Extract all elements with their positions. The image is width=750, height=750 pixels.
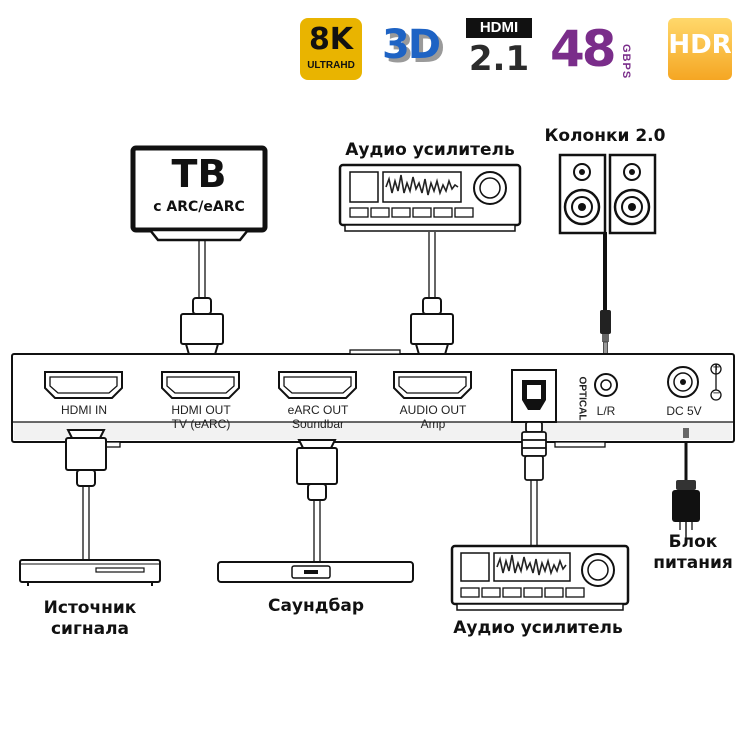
main-device: [11, 349, 735, 448]
earc-out-subtext: Soundbar: [291, 417, 345, 431]
badge-8k: 8K ULTRAHD: [300, 18, 362, 80]
audio-out-subtext: Amp: [420, 417, 446, 431]
power-label: Блок питания: [653, 532, 733, 573]
badge-hdr-text: HDR: [668, 30, 732, 60]
source-device: [19, 559, 161, 586]
hdmi-out-port: [161, 371, 240, 399]
hdmi-out-label: HDMI OUT TV (eARC): [151, 403, 251, 431]
dc-label: DC 5V: [666, 404, 702, 418]
hdmi-out-subtext: TV (eARC): [171, 417, 231, 431]
audio-out-label: AUDIO OUT Amp: [383, 403, 483, 431]
power-plug: [672, 428, 700, 530]
badge-hdmi-top: HDMI: [466, 18, 532, 38]
badge-3d: 3D 3D: [380, 20, 448, 80]
hdmi-plug-soundbar: [296, 439, 338, 501]
lr-port: [594, 373, 618, 397]
hdmi-in-label: HDMI IN: [34, 403, 134, 417]
earc-out-text: eARC OUT: [287, 403, 349, 417]
tv-device: [130, 145, 268, 242]
badge-hdmi-version: 2.1: [468, 39, 530, 79]
badge-48gbps: 48 GBPS: [550, 18, 650, 80]
badge-3d-text: 3D: [382, 22, 441, 68]
amp-top-label: Аудио усилитель: [345, 140, 515, 160]
hdmi-plug-amp: [410, 297, 454, 359]
earc-out-port: [278, 371, 357, 399]
speakers-label: Колонки 2.0: [544, 126, 666, 146]
dc-port: [667, 363, 722, 401]
amp-bottom-label: Аудио усилитель: [453, 618, 623, 638]
earc-out-label: eARC OUT Soundbar: [268, 403, 368, 431]
badge-48-text: 48: [550, 20, 617, 78]
amplifier-bottom: [450, 544, 630, 611]
source-label: Источник сигнала: [43, 598, 137, 639]
speakers: [558, 153, 657, 235]
soundbar-label: Саундбар: [267, 596, 364, 616]
tv-title: ТВ: [171, 152, 227, 196]
plus-label: +: [712, 362, 721, 373]
audio-out-port: [393, 371, 472, 399]
hdmi-plug-tv: [180, 297, 224, 359]
jack-plug: [600, 310, 611, 355]
badge-hdr: HDR: [668, 18, 732, 80]
badge-8k-sub: ULTRAHD: [307, 60, 355, 71]
optical-port: [511, 369, 557, 423]
hdmi-in-text: HDMI IN: [61, 403, 107, 417]
amplifier-top: [338, 163, 522, 232]
hdmi-out-text: HDMI OUT: [171, 403, 231, 417]
hdmi-in-port: [44, 371, 123, 399]
tv-subtitle: с ARC/eARC: [153, 199, 245, 215]
badge-8k-text: 8K: [308, 22, 354, 57]
optical-label: OPTICAL: [576, 376, 588, 421]
audio-out-text: AUDIO OUT: [399, 403, 467, 417]
badge-3d-shadow: 3D: [386, 26, 445, 72]
badge-hdmi: HDMI 2.1: [466, 18, 532, 80]
lr-label: L/R: [596, 404, 616, 418]
hdmi-plug-source: [65, 429, 107, 487]
minus-label: −: [712, 388, 721, 399]
optical-plug: [521, 421, 547, 481]
soundbar-device: [217, 561, 414, 583]
